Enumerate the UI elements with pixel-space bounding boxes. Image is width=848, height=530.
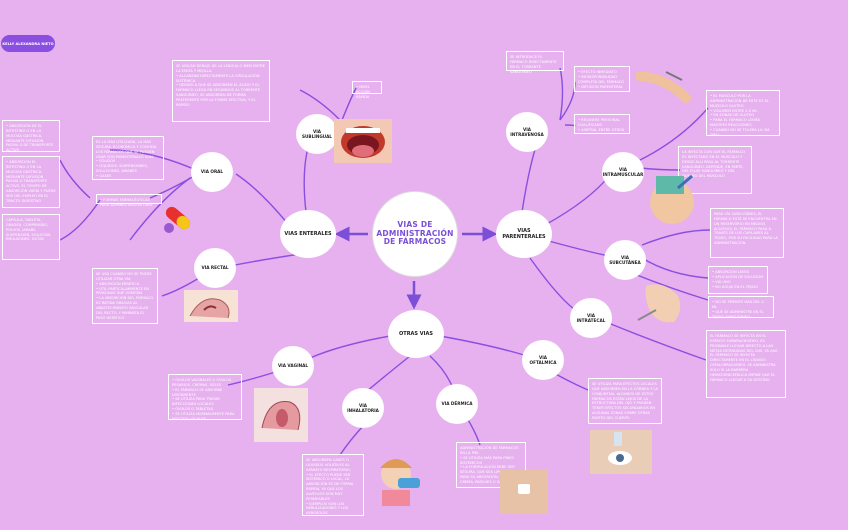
vaginal-illustration [254,388,308,442]
inhalatoria-description: SE ABSORBEN GASES O LÍQUIDOS VOLÁTILES A… [302,454,364,516]
rectal-illustration [184,290,238,322]
im-details-1: • EL MÚSCULO POR LA ADMINISTRACIÓN DE ES… [706,90,780,137]
sc-details-1: PARA VÍA SUBCUTÁNEA, EL FÁRMACO ESTÁ SE … [710,208,784,258]
sublingual-example: • NIVEL ACCIÓN RÁPIDA [352,81,382,99]
node-oftalmica: VIA OFTALMICA [522,340,564,380]
node-parenterales: VIAS PARENTERALES [496,210,552,258]
sc-details-3: • NO SE PERMITE MÁS DEL 2 ML • QUE SE AD… [708,296,774,319]
node-enterales: VIAS ENTERALES [280,210,336,258]
eye-drops-illustration [590,430,652,474]
vaginal-description: • ÓVULOS VAGINALES U ÓVULOS, PESARIOS, C… [168,374,242,421]
node-oral: VIA ORAL [191,152,233,192]
left-absorption-1: • ABSORCIÓN DE EL INTESTINO O EN LA MUCO… [2,120,60,152]
node-intramuscular: VIA INTRAMUSCULAR [602,152,644,192]
node-rectal: VIA RECTAL [194,248,236,288]
node-intravenosa: VIA INTRAVENOSA [506,112,548,152]
sc-details-2: • ABSORCIÓN LENTA • APLICACIÓN DE SOLUCI… [708,266,768,294]
open-mouth-illustration [334,119,392,163]
node-vaginal: VIA VAGINAL [272,346,314,386]
author-badge: KELLY ALEXANDRA NIETO [1,35,55,52]
rectal-description: SE USA CUANDO NO SE PUEDE UTILIZAR OTRA … [92,268,158,324]
iv-requirements: • REQUIERE PERSONAL CUALIFICADO • ASEPSI… [574,114,630,134]
subcutaneous-hand-illustration [637,284,681,323]
sublingual-description: SE UBICAN DEBAJO DE LA LENGUA O BIEN ENT… [172,60,270,122]
node-inhalatoria: VIA INHALATORIA [342,388,384,428]
pills-icon [164,206,191,233]
oral-forms-label: • FORMAS FARMACÉUTICAS PARA ADMINISTRACI… [96,194,162,207]
intramuscular-illustration [650,174,694,224]
node-subcutanea: VIA SUBCUTÁNEA [604,240,646,280]
oftalmica-description: SE UTILIZA PARA EFECTOS LOCALES QUE ABSO… [588,378,662,424]
node-sublingual: VIA SUBLINGUAL [296,114,338,154]
oral-description: ES LA MÁS UTILIZADA, LA MÁS SEGURA, ECON… [92,136,164,180]
center-title: VIAS DE ADMINISTRACIÓN DE FÁRMACOS [372,191,458,277]
node-intratecal: VIA INTRATECAL [570,298,612,338]
dermal-patch-illustration [500,470,548,514]
intratecal-description: EL FÁRMACO SE INYECTA EN EL ESPACIO SUBA… [706,330,786,398]
node-dermica: VIA DÉRMICA [436,384,478,424]
inhaler-child-illustration [380,459,420,506]
iv-description: SE INTRODUCE EL FÁRMACO DIRECTAMENTE EN … [506,51,564,74]
iv-properties: • EFECTO INMEDIATO • BIODISPONIBILIDAD C… [574,66,630,92]
left-absorption-2: • ABSORCIÓN EL INTESTINO O EN LA MUCOSA … [2,156,60,208]
iv-arm-illustration [636,71,691,103]
node-otras: OTRAS VIAS [388,310,444,358]
left-forms-list: CÁPSULA, TABLETA, GRAGEA, COMPRIMIDO, PO… [2,214,60,260]
